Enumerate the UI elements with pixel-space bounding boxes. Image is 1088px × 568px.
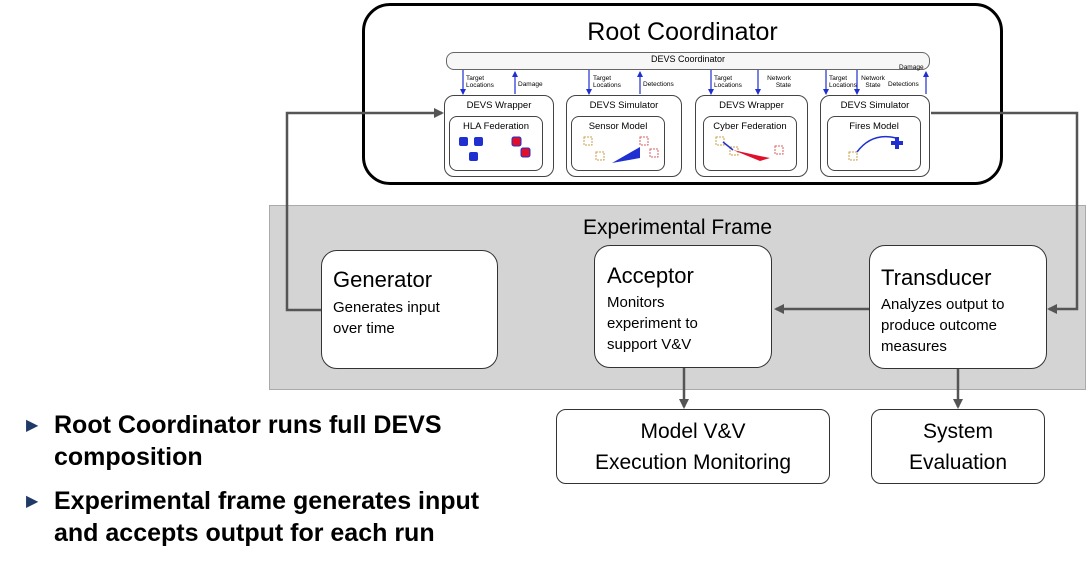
signal-label: Network State bbox=[861, 75, 885, 89]
signal-arrows bbox=[460, 70, 929, 95]
root-coordinator-title: Root Coordinator bbox=[587, 18, 778, 46]
cyber-federation-box bbox=[703, 116, 797, 171]
link-icon bbox=[722, 141, 734, 151]
cyber-federation-label: Cyber Federation bbox=[713, 121, 787, 132]
model-vv-line: Model V&V bbox=[640, 420, 746, 443]
blue-unit-icon bbox=[474, 137, 483, 146]
module-title: DEVS Simulator bbox=[589, 100, 659, 111]
fires-model-graphic bbox=[848, 135, 903, 161]
trajectory-icon bbox=[856, 135, 897, 153]
acceptor-title: Acceptor bbox=[607, 263, 694, 288]
generator-card bbox=[321, 250, 498, 369]
root-to-transducer-arrow bbox=[931, 111, 1079, 314]
devs-coordinator-label: DEVS Coordinator bbox=[650, 54, 726, 64]
transducer-desc-line: produce outcome bbox=[881, 317, 997, 334]
target-marker-icon bbox=[595, 151, 605, 161]
target-marker-icon bbox=[649, 148, 659, 158]
bullet-line: Experimental frame generates input bbox=[54, 487, 480, 515]
target-marker-icon bbox=[848, 151, 858, 161]
signal-label: Damage bbox=[518, 81, 543, 88]
signal-label: Target Locations bbox=[466, 75, 494, 89]
model-vv-box: Model V&V Execution Monitoring bbox=[556, 409, 830, 484]
module-title: DEVS Wrapper bbox=[466, 100, 532, 111]
system-evaluation-line: System bbox=[922, 420, 993, 443]
sensor-model-label: Sensor Model bbox=[588, 121, 648, 132]
signal-label: Target Locations bbox=[829, 75, 857, 89]
fires-model-label: Fires Model bbox=[849, 121, 899, 132]
signal-label: Network State bbox=[767, 75, 791, 89]
red-unit-icon bbox=[520, 147, 531, 158]
sensor-model-graphic bbox=[583, 136, 659, 163]
cyber-attack-icon bbox=[733, 150, 770, 161]
transducer-card bbox=[869, 245, 1047, 369]
transducer-desc-line: Analyzes output to bbox=[881, 296, 1005, 313]
bullet-line: and accepts output for each run bbox=[54, 519, 435, 547]
red-unit-icon bbox=[511, 136, 522, 147]
signal-label: Detections bbox=[643, 81, 674, 88]
model-vv-line: Execution Monitoring bbox=[594, 451, 792, 474]
acceptor-card bbox=[594, 245, 772, 368]
generator-to-root-arrow bbox=[285, 108, 444, 312]
hla-federation-graphic bbox=[459, 136, 531, 161]
module-title: DEVS Wrapper bbox=[719, 100, 784, 111]
blue-unit-icon bbox=[469, 152, 478, 161]
coordinator-damage-label: Damage bbox=[899, 64, 924, 71]
bullet-line: Root Coordinator runs full DEVS bbox=[54, 411, 442, 439]
blue-unit-icon bbox=[459, 137, 468, 146]
target-marker-icon bbox=[774, 145, 784, 155]
hla-federation-label: HLA Federation bbox=[462, 121, 529, 132]
system-evaluation-line: Evaluation bbox=[908, 451, 1008, 474]
acceptor-desc-line: Monitors bbox=[607, 294, 665, 311]
experimental-frame-title: Experimental Frame bbox=[582, 216, 773, 239]
signal-label: Target Locations bbox=[714, 75, 742, 89]
transducer-title: Transducer bbox=[881, 265, 992, 290]
signal-label: Detections bbox=[888, 81, 919, 88]
cyber-federation-graphic bbox=[715, 136, 784, 161]
target-marker-icon bbox=[729, 146, 739, 156]
acceptor-desc-line: support V&V bbox=[607, 336, 692, 353]
acceptor-desc-line: experiment to bbox=[607, 315, 698, 332]
target-marker-icon bbox=[583, 136, 593, 146]
module-title: DEVS Simulator bbox=[840, 100, 910, 111]
signal-label: Target Locations bbox=[593, 75, 621, 89]
fires-model-box bbox=[827, 116, 921, 171]
generator-title: Generator bbox=[333, 267, 433, 292]
bullet-line: composition bbox=[54, 443, 203, 471]
generator-desc-line: Generates input bbox=[333, 299, 440, 316]
sensor-model-box bbox=[571, 116, 665, 171]
transducer-desc-line: measures bbox=[881, 338, 947, 355]
generator-desc-line: over time bbox=[333, 320, 395, 337]
bullet-arrow-icon: ▶ bbox=[26, 417, 39, 434]
bullet-arrow-icon: ▶ bbox=[26, 493, 39, 510]
sensor-beam-icon bbox=[612, 147, 640, 163]
system-evaluation-box: System Evaluation bbox=[871, 409, 1045, 484]
target-marker-icon bbox=[715, 136, 725, 146]
devs-coordinator-bar bbox=[446, 52, 930, 70]
impact-cross-icon bbox=[891, 137, 903, 149]
target-marker-icon bbox=[639, 136, 649, 146]
